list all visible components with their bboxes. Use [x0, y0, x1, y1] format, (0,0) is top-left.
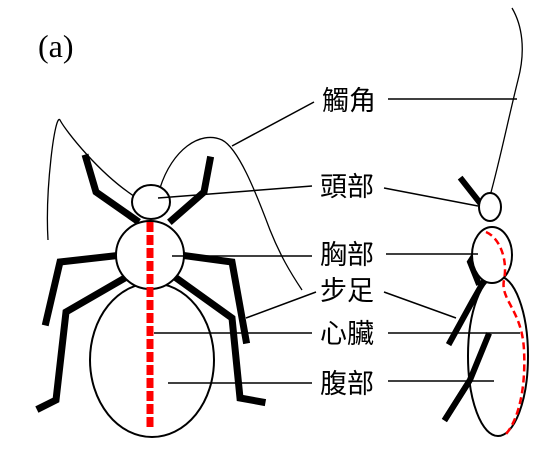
front-head: [132, 185, 170, 219]
front-leg-left-1: [86, 158, 136, 220]
side-view-insect: [446, 8, 528, 436]
label-thorax: 胸部: [320, 240, 374, 271]
panel-label: (a): [38, 28, 74, 65]
side-head: [479, 193, 501, 221]
leader-antenna-left: [232, 102, 314, 146]
label-legs: 步足: [320, 276, 374, 307]
label-abdomen: 腹部: [320, 369, 374, 400]
label-heart: 心臟: [320, 319, 374, 350]
label-antenna: 觸角: [322, 86, 376, 117]
label-head: 頭部: [320, 172, 374, 203]
leader-head-left: [158, 186, 312, 198]
leader-head-right: [384, 188, 478, 206]
leader-legs-right: [384, 292, 456, 318]
leader-legs-left: [246, 292, 316, 318]
front-leg-right-1: [172, 160, 210, 220]
side-antenna: [490, 8, 522, 196]
front-view-insect: [40, 119, 302, 437]
